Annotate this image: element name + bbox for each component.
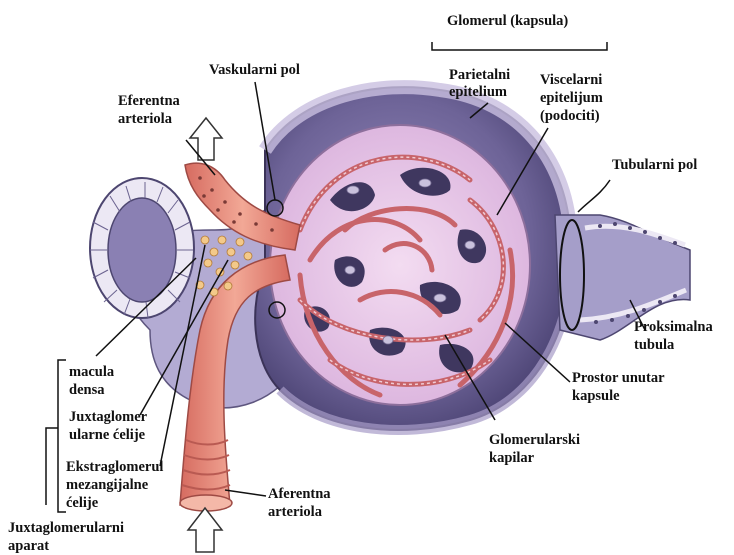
label-proksimalna-2: tubula [634,337,674,354]
afferent-flow-arrow [188,508,222,552]
label-juxtacell-1: Juxtaglomer [69,409,147,426]
label-parietalni-2: epitelium [449,84,507,101]
juxtaglomerular-bracket [46,360,66,512]
label-parietalni-1: Parietalni [449,67,510,84]
label-eferentna-2: arteriola [118,111,172,128]
label-mezang-1: Ekstraglomerul [66,459,163,476]
label-mezang-3: ćelije [66,495,98,512]
label-proksimalna-1: Proksimalna [634,319,713,336]
label-glomerul: Glomerul (kapsula) [447,13,568,30]
label-aferentna-1: Aferentna [268,486,331,503]
label-vaskularni-pol: Vaskularni pol [209,62,300,79]
label-kapilar-2: kapilar [489,450,534,467]
label-tubularni-pol: Tubularni pol [612,157,697,174]
label-eferentna-1: Eferentna [118,93,180,110]
label-aparat-2: aparat [8,538,49,555]
macula-densa-tubule [90,178,194,318]
label-viscelarni-3: (podociti) [540,108,600,125]
label-aferentna-2: arteriola [268,504,322,521]
label-macula-2: densa [69,382,104,399]
glomerul-bracket [432,42,607,50]
label-viscelarni-2: epitelijum [540,90,603,107]
label-kapilar-1: Glomerularski [489,432,580,449]
efferent-flow-arrow [190,118,222,160]
label-mezang-2: mezangijalne [66,477,148,494]
label-juxtacell-2: ularne ćelije [69,427,145,444]
label-macula-1: macula [69,364,114,381]
label-viscelarni-1: Viscelarni [540,72,602,89]
label-prostor-2: kapsule [572,388,620,405]
label-prostor-1: Prostor unutar [572,370,665,387]
label-aparat-1: Juxtaglomerularni [8,520,124,537]
glomerular-tuft [270,125,530,405]
